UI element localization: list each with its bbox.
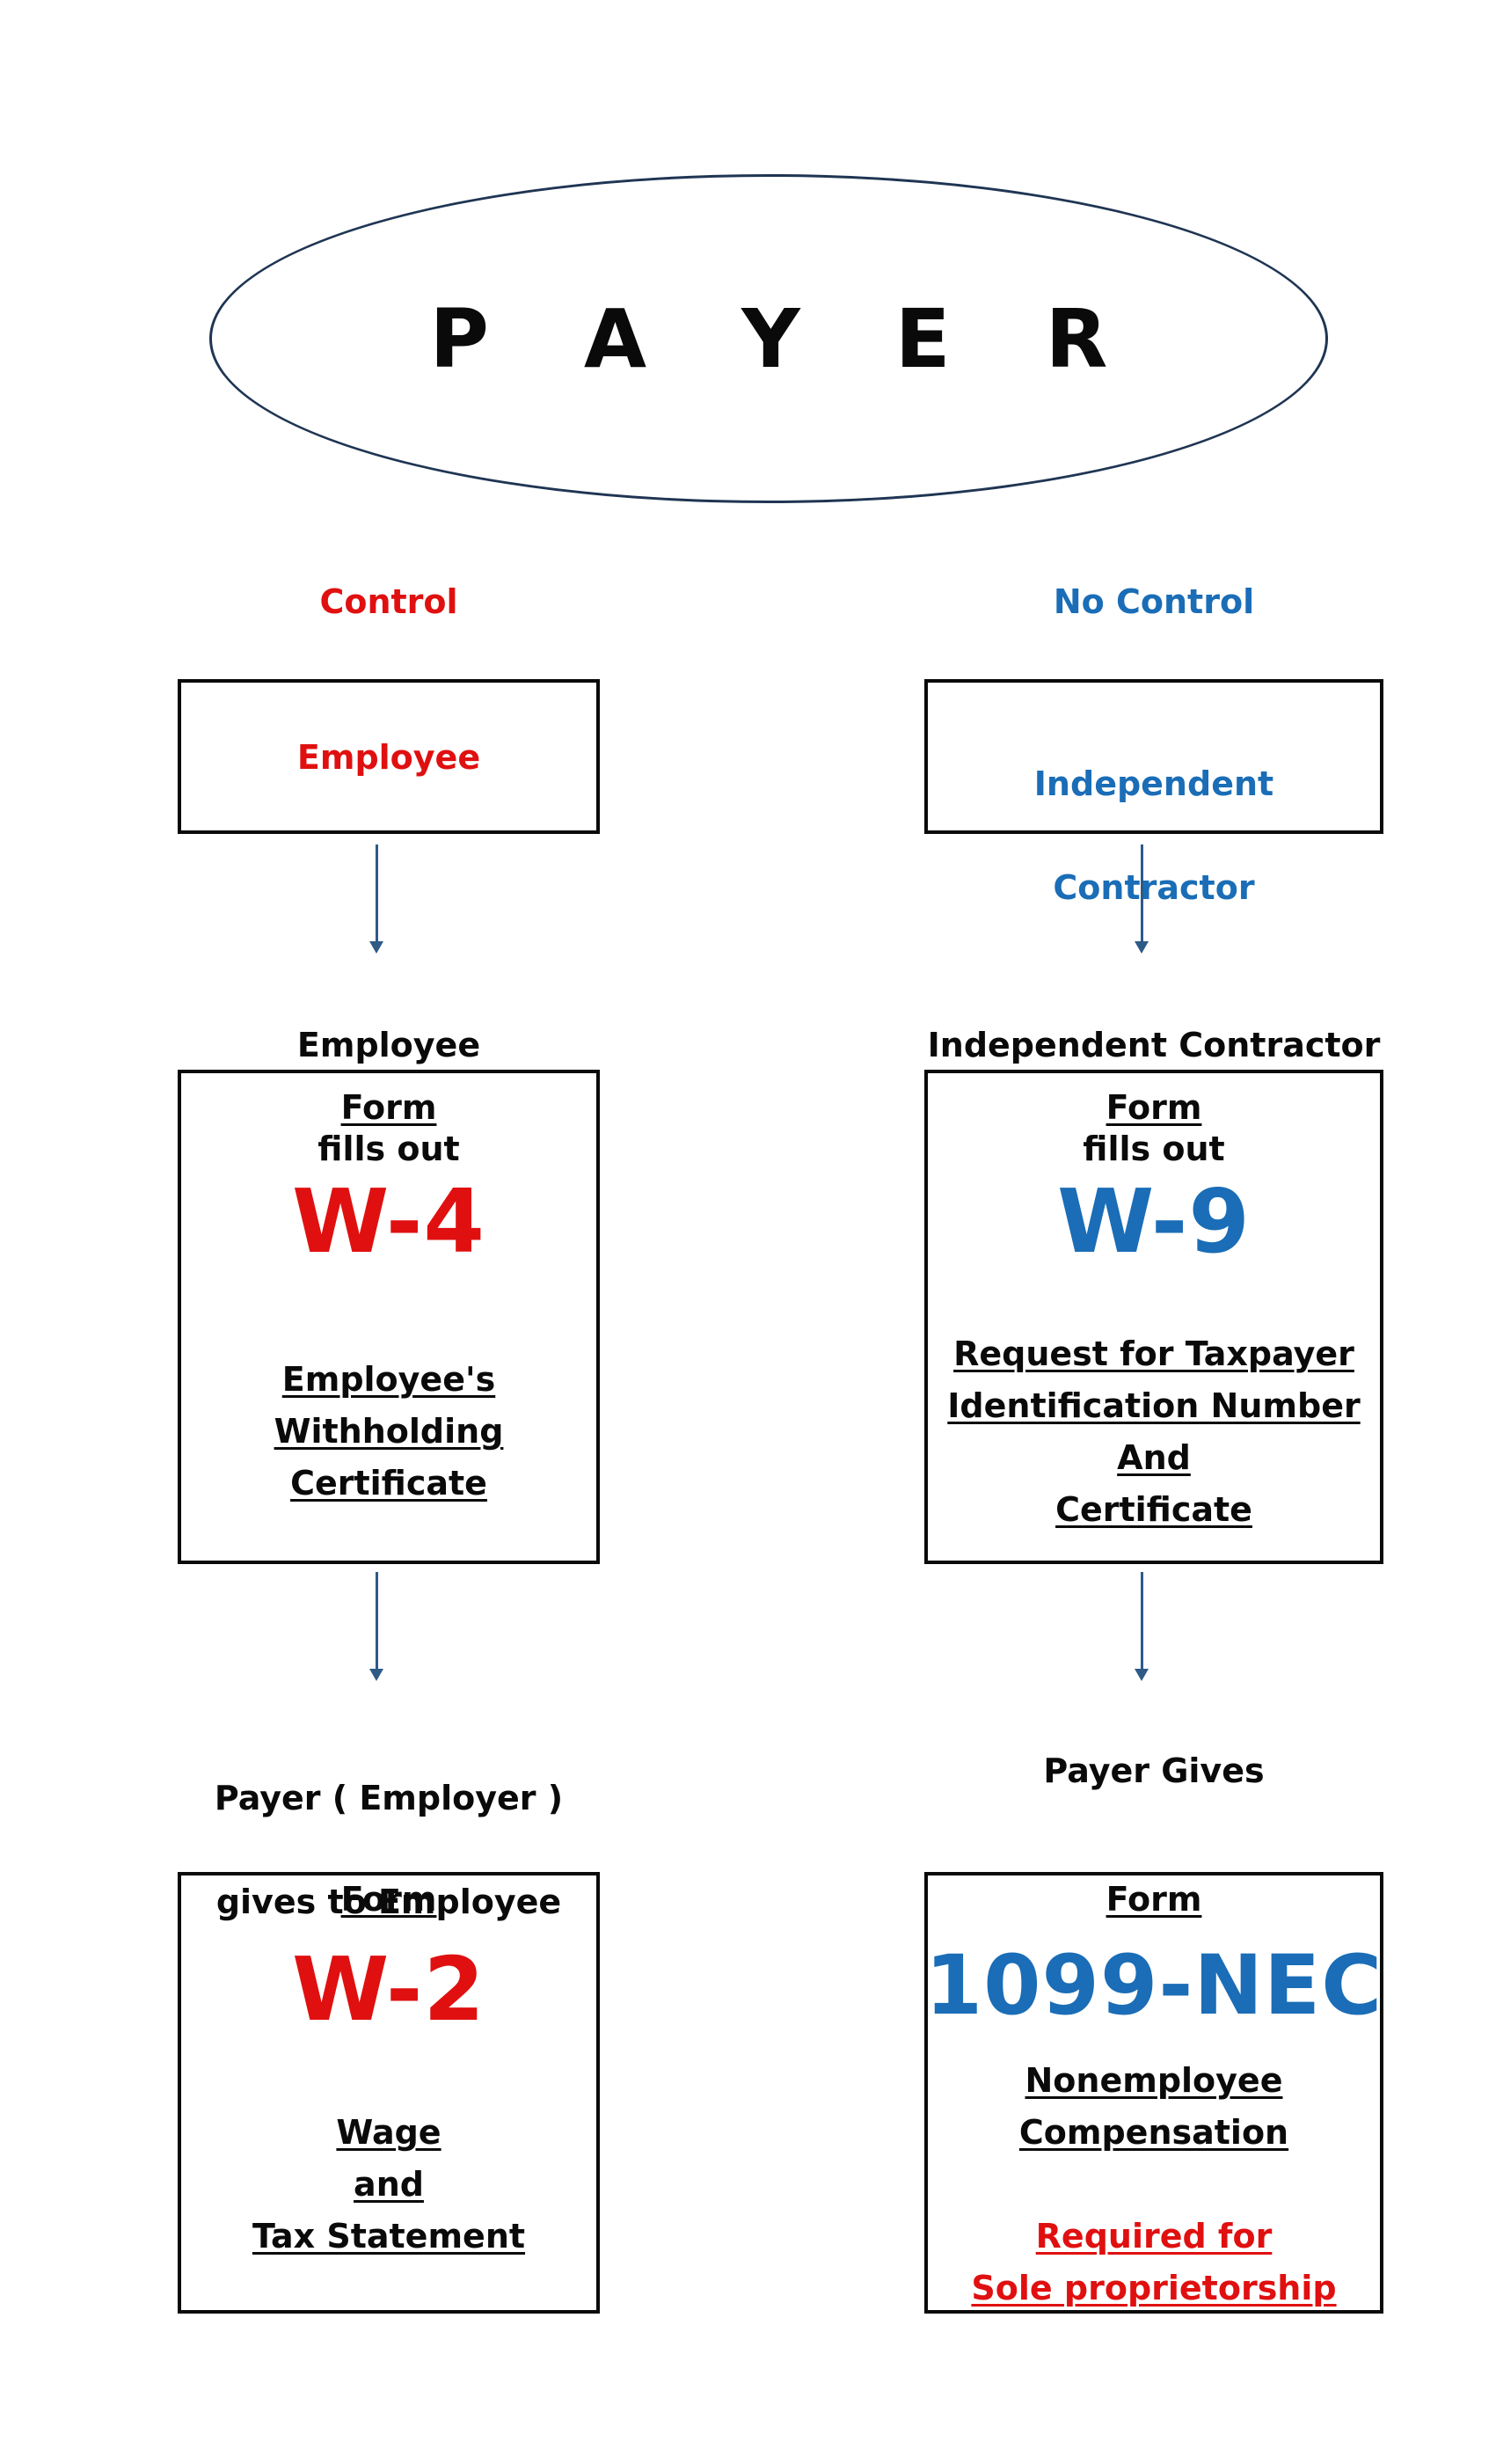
payer-ellipse <box>209 174 1328 503</box>
nec-box <box>924 1872 1383 2314</box>
arrow-head-icon <box>1135 941 1149 954</box>
nec-form-label: Form <box>1106 1880 1202 1919</box>
nec-form-code: 1099-NEC <box>924 1938 1383 2034</box>
w4-description: Employee's Withholding Certificate <box>178 1354 600 1510</box>
w9-desc-line: And <box>1117 1438 1191 1477</box>
w2-desc-line: Wage <box>336 2113 442 2152</box>
w4-desc-line: Withholding <box>274 1412 504 1451</box>
fills-line-2: fills out <box>317 1130 460 1168</box>
w4-form-label: Form <box>340 1088 437 1127</box>
w2-form-code: W-2 <box>292 1938 485 2041</box>
w2-box <box>178 1872 600 2314</box>
nec-note-line: Sole proprietorship <box>971 2269 1337 2307</box>
payer-title: P A Y E R <box>429 291 1142 386</box>
arrow-head-icon <box>369 941 383 954</box>
no-control-heading: No Control <box>1053 582 1255 621</box>
nec-desc-line: Compensation <box>1018 2113 1289 2152</box>
arrow-w4-to-gives <box>376 1572 378 1672</box>
employee-fills-out: Employee fills out <box>178 968 600 1227</box>
contractor-box <box>924 679 1383 834</box>
contractor-fills-out: Independent Contractor fills out <box>924 968 1383 1227</box>
contractor-label: Independent Contractor <box>924 706 1383 966</box>
w9-form-code: W-9 <box>1057 1170 1251 1273</box>
w4-form-code: W-4 <box>292 1170 485 1273</box>
arrow-head-icon <box>369 1669 383 1681</box>
w9-box <box>924 1070 1383 1564</box>
w9-desc-line: Identification Number <box>947 1386 1361 1425</box>
fills-line-2: fills out <box>1083 1130 1225 1168</box>
w2-form-label: Form <box>340 1880 437 1919</box>
employee-box <box>178 679 600 834</box>
nec-description: Nonemployee Compensation <box>924 2055 1383 2159</box>
fills-line-1: Independent Contractor <box>927 1026 1381 1064</box>
gives-line-1: Payer ( Employer ) <box>214 1779 564 1817</box>
w4-box <box>178 1070 600 1564</box>
w2-description: Wage and Tax Statement <box>178 2107 600 2263</box>
w9-description: Request for Taxpayer Identification Numb… <box>924 1328 1383 1536</box>
contractor-line-1: Independent <box>1033 764 1274 803</box>
nec-note: Required for Sole proprietorship <box>924 2211 1383 2314</box>
arrow-contractor-to-fills <box>1141 844 1143 945</box>
employer-gives: Payer ( Employer ) gives to Employee <box>178 1721 600 1980</box>
w2-desc-line: Tax Statement <box>252 2217 526 2256</box>
arrow-w9-to-gives <box>1141 1572 1143 1672</box>
w4-desc-line: Employee's <box>281 1360 496 1399</box>
w9-desc-line: Certificate <box>1055 1490 1252 1529</box>
payer-gives: Payer Gives <box>1043 1751 1265 1790</box>
nec-desc-line: Nonemployee <box>1025 2061 1283 2100</box>
w4-desc-line: Certificate <box>290 1464 487 1503</box>
contractor-line-2: Contractor <box>1053 868 1255 907</box>
arrow-employee-to-fills <box>376 844 378 945</box>
gives-line-2: gives to Employee <box>215 1883 562 1921</box>
w2-desc-line: and <box>354 2165 424 2204</box>
fills-line-1: Employee <box>296 1026 481 1064</box>
control-heading: Control <box>319 582 458 621</box>
w9-form-label: Form <box>1106 1088 1202 1127</box>
employee-label: Employee <box>296 738 481 777</box>
w9-desc-line: Request for Taxpayer <box>953 1334 1354 1373</box>
nec-note-line: Required for <box>1035 2217 1273 2256</box>
arrow-head-icon <box>1135 1669 1149 1681</box>
